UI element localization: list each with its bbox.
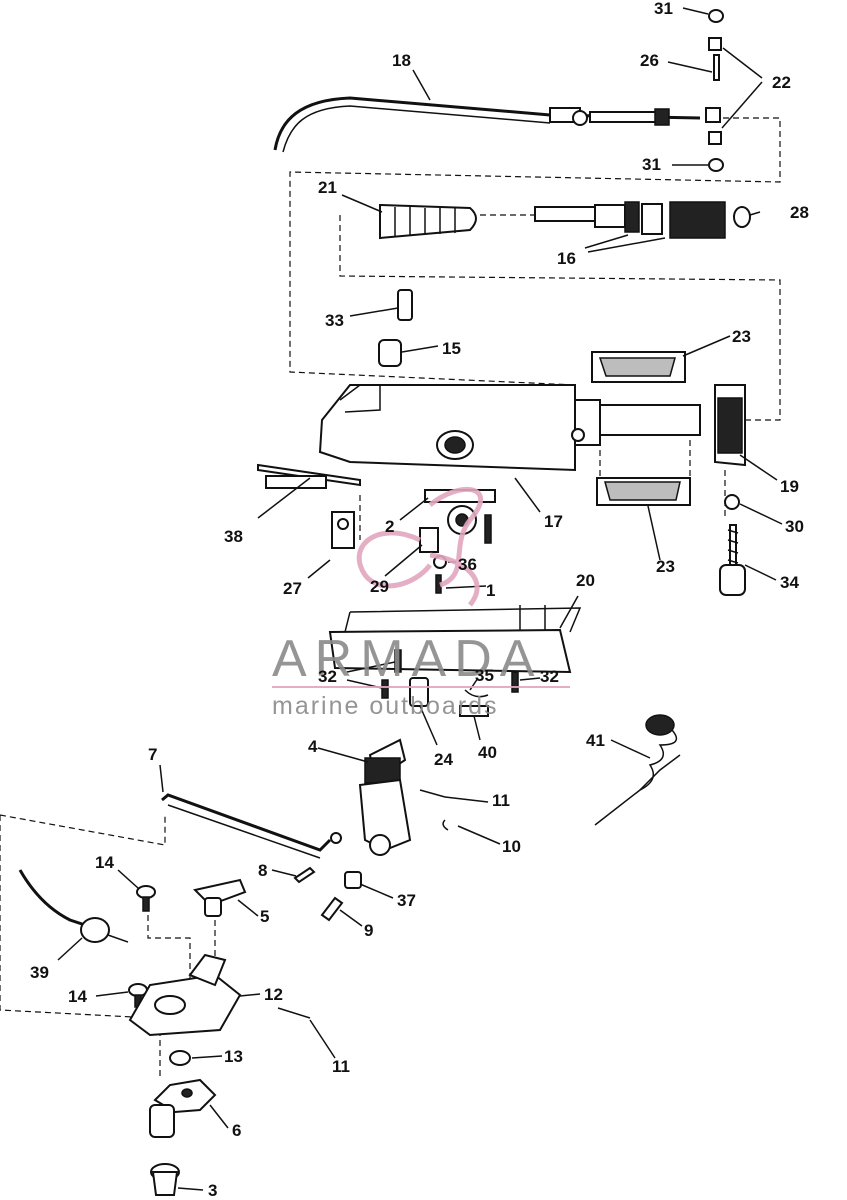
part-17-tiller-housing <box>318 384 701 472</box>
label-29: 29 <box>370 577 389 596</box>
label-27: 27 <box>283 579 302 598</box>
part-3-bushing <box>150 1163 180 1196</box>
label-35: 35 <box>475 666 494 685</box>
label-39: 39 <box>30 963 49 982</box>
label-40: 40 <box>478 743 497 762</box>
label-32-left: 32 <box>318 667 337 686</box>
label-1: 1 <box>486 581 495 600</box>
part-26-pin <box>713 54 720 81</box>
label-17: 17 <box>544 512 563 531</box>
label-33: 33 <box>325 311 344 330</box>
part-37-bushing <box>344 871 362 889</box>
label-26: 26 <box>640 51 659 70</box>
part-18-throttle-cable <box>273 96 701 153</box>
part-16-shaft-assembly <box>534 201 663 235</box>
label-20: 20 <box>576 571 595 590</box>
label-31-bottom: 31 <box>642 155 661 174</box>
part-9-pin <box>320 896 344 922</box>
label-6: 6 <box>232 1121 241 1140</box>
part-22-fittings <box>705 37 722 145</box>
label-30: 30 <box>785 517 804 536</box>
label-36: 36 <box>458 555 477 574</box>
part-39-stop-switch <box>18 869 129 943</box>
label-16: 16 <box>557 249 576 268</box>
watermark-brand: ARMADA <box>272 630 542 688</box>
part-8-pin <box>293 866 316 884</box>
part-32-screws <box>381 649 519 699</box>
part-33-bolt <box>397 289 413 321</box>
watermark: ARMADA marine outboards <box>272 486 570 720</box>
part-41-lanyard <box>594 714 681 826</box>
part-21-grip <box>379 203 477 240</box>
part-14-screw-upper <box>136 885 156 912</box>
label-34: 34 <box>780 573 799 592</box>
label-41: 41 <box>586 731 605 750</box>
label-9: 9 <box>364 921 373 940</box>
label-23-upper: 23 <box>732 327 751 346</box>
watermark-tagline: marine outboards <box>272 692 499 720</box>
part-12-bracket <box>128 953 242 1037</box>
label-24: 24 <box>434 750 453 769</box>
part-35-clip <box>464 689 489 698</box>
part-38-strip <box>257 463 361 489</box>
assembly-guide-lines <box>0 117 781 1080</box>
label-15: 15 <box>442 339 461 358</box>
label-8: 8 <box>258 861 267 880</box>
part-20-base-plate <box>328 605 582 674</box>
brand-logo <box>356 486 484 607</box>
part-13-ring <box>169 1050 191 1066</box>
part-19-end-cap <box>714 384 746 467</box>
label-5: 5 <box>260 907 269 926</box>
label-31-top: 31 <box>654 0 673 18</box>
label-23-lower: 23 <box>656 557 675 576</box>
part-34-tension-screw <box>719 524 746 596</box>
label-37: 37 <box>397 891 416 910</box>
part-28-cap-assembly <box>669 201 751 239</box>
part-4-shift-lever <box>358 738 412 856</box>
label-12: 12 <box>264 985 283 1004</box>
label-13: 13 <box>224 1047 243 1066</box>
callout-labels: 31 18 26 22 31 21 28 16 33 15 23 19 17 3… <box>30 0 809 1200</box>
part-31-nut-top <box>708 9 724 23</box>
part-23-upper-liner <box>591 351 686 383</box>
label-19: 19 <box>780 477 799 496</box>
part-7-link-rod <box>161 793 342 859</box>
label-2: 2 <box>385 517 394 536</box>
part-23-lower-liner <box>596 477 691 506</box>
part-11-cotter-pin-lower <box>277 1007 311 1019</box>
part-15-bushing <box>378 339 402 367</box>
label-4: 4 <box>308 737 318 756</box>
label-21: 21 <box>318 178 337 197</box>
label-22: 22 <box>772 73 791 92</box>
label-14-lower: 14 <box>68 987 87 1006</box>
label-28: 28 <box>790 203 809 222</box>
part-10-clip <box>442 819 449 831</box>
part-30-nut <box>724 494 740 510</box>
label-18: 18 <box>392 51 411 70</box>
label-11-upper: 11 <box>492 791 510 810</box>
part-29-switch <box>419 527 439 553</box>
part-5-cam <box>193 878 247 917</box>
label-38: 38 <box>224 527 243 546</box>
label-14-upper: 14 <box>95 853 114 872</box>
label-7: 7 <box>148 745 157 764</box>
part-31-nut-bottom <box>708 158 724 172</box>
part-27-block <box>331 511 355 549</box>
leader-lines <box>57 7 783 1191</box>
part-11-cotter-pin-upper <box>419 789 446 798</box>
part-6-arm <box>149 1078 217 1138</box>
label-10: 10 <box>502 837 521 856</box>
label-11-lower: 11 <box>332 1057 350 1076</box>
label-3: 3 <box>208 1181 217 1200</box>
label-32-right: 32 <box>540 667 559 686</box>
part-24-stud <box>409 677 429 707</box>
